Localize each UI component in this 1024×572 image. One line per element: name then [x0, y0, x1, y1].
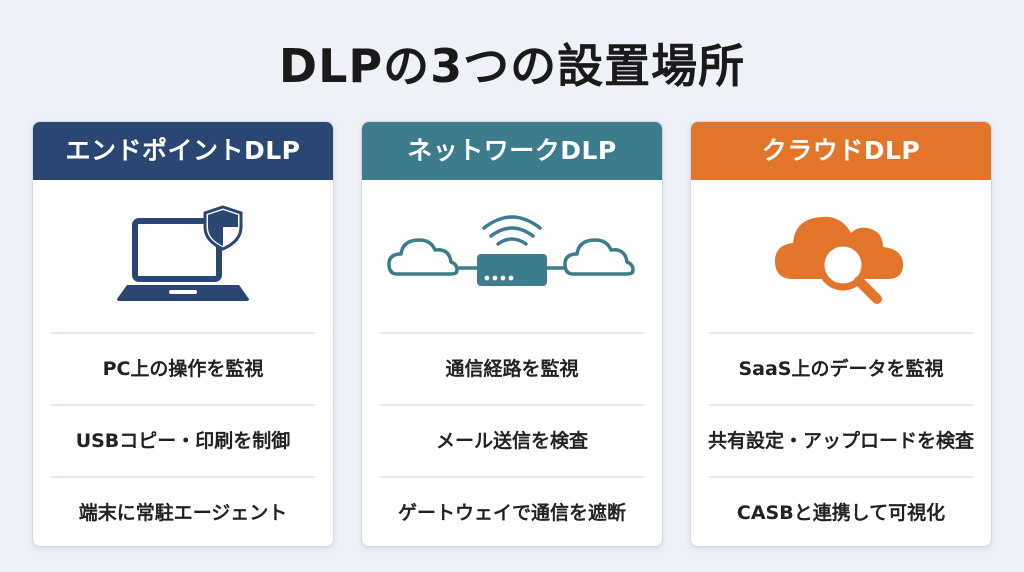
- page-title: DLPの3つの設置場所: [278, 39, 746, 93]
- endpoint-dlp-card: エンドポイントDLP PC上の操作を監視 USBコピー・印刷を制御 端末に常駐エ…: [32, 121, 334, 547]
- network-dlp-header: ネットワークDLP: [362, 122, 662, 180]
- list-item: USBコピー・印刷を制御: [75, 430, 291, 452]
- divider: [380, 332, 644, 334]
- cloud-dlp-card: クラウドDLP SaaS上のデータを監視 共有設定・アップロードを検査 CASB…: [690, 121, 992, 547]
- divider: [380, 476, 644, 478]
- list-item: SaaS上のデータを監視: [738, 358, 944, 380]
- network-gateway-icon: [362, 180, 662, 332]
- list-item: CASBと連携して可視化: [736, 502, 946, 524]
- divider: [709, 332, 973, 334]
- network-dlp-card: ネットワークDLP 通信経路を監視 メール送信を検査 ゲートウェイで通信を遮断: [361, 121, 663, 547]
- list-item: 共有設定・アップロードを検査: [707, 430, 974, 452]
- list-item: PC上の操作を監視: [102, 358, 264, 380]
- divider: [709, 404, 973, 406]
- laptop-shield-icon: [33, 180, 333, 332]
- cloud-dlp-header: クラウドDLP: [691, 122, 991, 180]
- list-item: メール送信を検査: [435, 430, 588, 452]
- endpoint-dlp-header: エンドポイントDLP: [33, 122, 333, 180]
- divider: [51, 404, 315, 406]
- list-item: ゲートウェイで通信を遮断: [397, 502, 626, 524]
- divider: [51, 476, 315, 478]
- list-item: 端末に常駐エージェント: [78, 502, 288, 524]
- list-item: 通信経路を監視: [445, 358, 579, 380]
- divider: [380, 404, 644, 406]
- divider: [709, 476, 973, 478]
- divider: [51, 332, 315, 334]
- cloud-search-icon: [691, 180, 991, 332]
